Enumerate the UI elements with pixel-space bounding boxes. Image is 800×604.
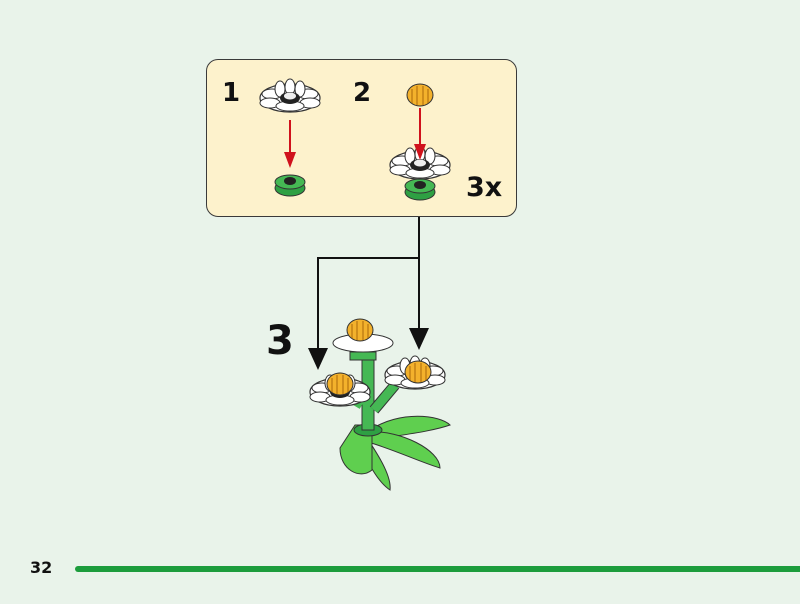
yellow-bud-part-icon [406,83,434,107]
multiplier-label: 3x [466,172,503,203]
callout-connector-lines [317,217,420,350]
red-arrowhead-1 [284,152,296,168]
substep-1-number: 1 [222,78,241,108]
page-progress-bar [75,566,800,572]
white-flower-part-icon [259,78,321,113]
page-number: 32 [30,558,53,577]
flower-bouquet-model [309,318,451,491]
arrowhead-right [409,328,429,350]
substep-2-number: 2 [353,78,372,108]
sub-assembly-callout [206,59,517,217]
green-round-plate-icon [274,174,306,197]
arrowhead-left [308,348,328,370]
red-arrowhead-2 [414,144,426,160]
step-number: 3 [266,318,294,364]
green-plate-under-flower-icon [404,178,436,201]
